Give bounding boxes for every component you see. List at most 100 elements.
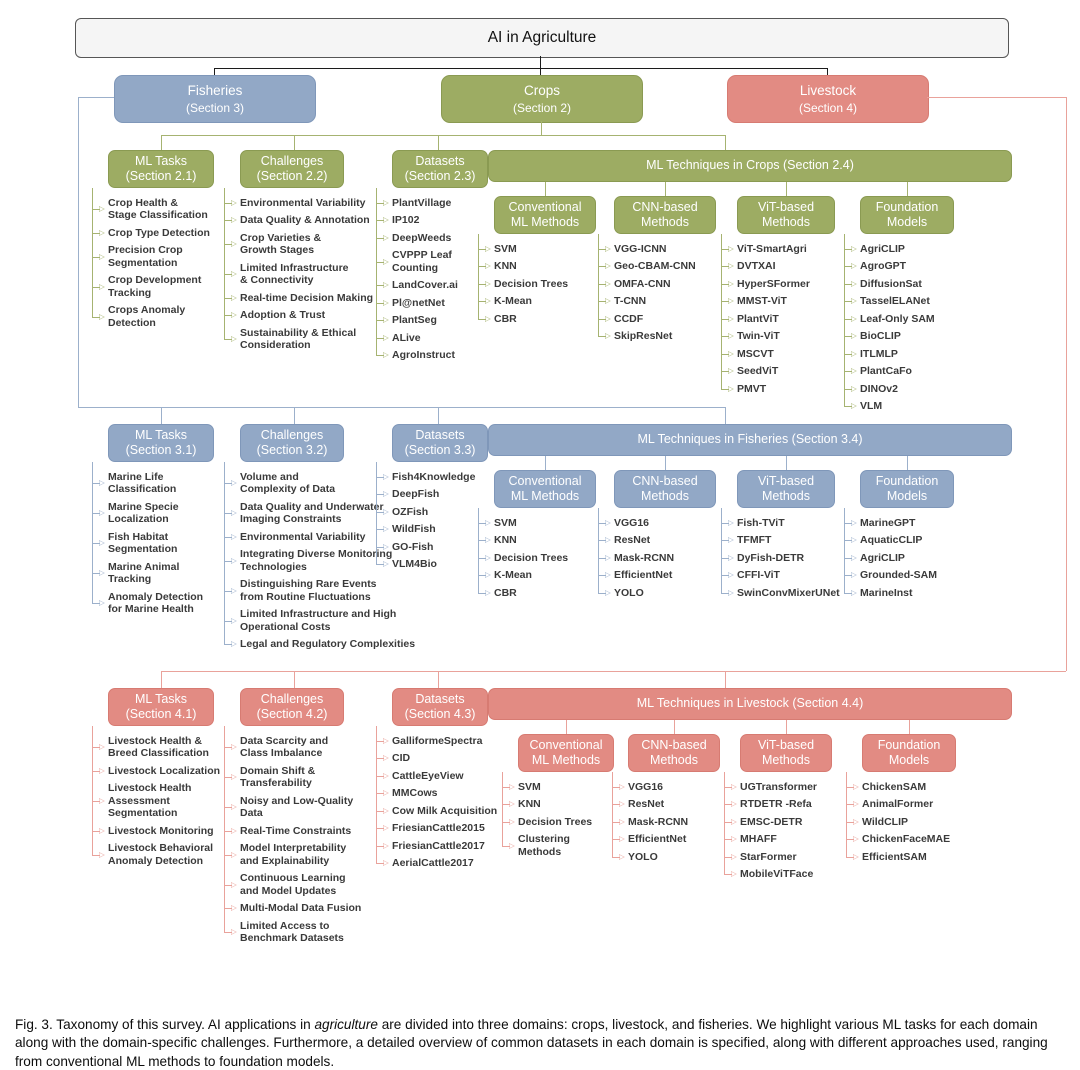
connector-line <box>541 121 542 135</box>
leaf-item: Decision Trees <box>502 813 618 831</box>
group-section: (Section 4.3) <box>404 707 476 721</box>
leaf-item: Crop Health & Stage Classification <box>92 194 250 224</box>
connector-line <box>907 454 908 470</box>
fisheries-cnn-group: CNN-based Methods VGG16ResNetMask-RCNNEf… <box>598 470 733 602</box>
leaf-item: Mask-RCNN <box>598 549 733 567</box>
fisheries-challenges-group: Challenges (Section 3.2) Volume and Comp… <box>224 424 429 653</box>
group-header: ML Tasks (Section 4.1) <box>108 688 214 726</box>
leaf-item: Geo-CBAM-CNN <box>598 258 733 276</box>
leaf-item: Real-Time Constraints <box>224 822 414 840</box>
group-header: Datasets (Section 2.3) <box>392 150 488 188</box>
fisheries-datasets-group: Datasets (Section 3.3) Fish4KnowledgeDee… <box>376 424 504 573</box>
leaf-item: EfficientNet <box>612 831 742 849</box>
leaf-item: Grounded-SAM <box>844 567 974 585</box>
group-title: Models <box>888 753 930 767</box>
leaf-item: RTDETR -Refa <box>724 796 854 814</box>
leaf-item: BioCLIP <box>844 328 974 346</box>
fisheries-vit-list: Fish-TViTTFMFTDyFish-DETRCFFI-ViTSwinCon… <box>721 508 856 602</box>
crops-ml-tasks-list: Crop Health & Stage ClassificationCrop T… <box>92 188 250 332</box>
leaf-item: K-Mean <box>478 293 618 311</box>
leaf-item: Limited Infrastructure and High Operatio… <box>224 606 429 636</box>
group-title: Foundation <box>877 737 941 752</box>
leaf-item: TFMFT <box>721 532 856 550</box>
domain-label: Fisheries <box>187 82 243 98</box>
caption-italic-word: agriculture <box>314 1016 378 1032</box>
leaf-item: DiffusionSat <box>844 275 974 293</box>
group-title: Methods <box>641 489 689 503</box>
connector-line <box>161 135 162 150</box>
group-header: ViT-based Methods <box>737 196 835 234</box>
group-header: ViT-based Methods <box>740 734 832 772</box>
group-header: Challenges (Section 2.2) <box>240 150 344 188</box>
livestock-ml-tasks-list: Livestock Health & Breed ClassificationL… <box>92 726 252 870</box>
domain-box-crops: Crops (Section 2) <box>441 75 643 123</box>
leaf-item: Volume and Complexity of Data <box>224 468 429 498</box>
crops-challenges-list: Environmental VariabilityData Quality & … <box>224 188 424 354</box>
connector-line <box>78 97 79 407</box>
connector-line <box>725 671 726 688</box>
livestock-datasets-list: GalliformeSpectraCIDCattleEyeViewMMCowsC… <box>376 726 504 872</box>
crops-datasets-list: PlantVillageIP102DeepWeedsCVPPP Leaf Cou… <box>376 188 504 364</box>
leaf-item: VLM4Bio <box>376 556 504 574</box>
livestock-vit-list: UGTransformerRTDETR -RefaEMSC-DETRMHAFFS… <box>724 772 854 883</box>
group-title: ML Methods <box>510 489 580 503</box>
leaf-item: Mask-RCNN <box>612 813 742 831</box>
group-header: CNN-based Methods <box>614 470 716 508</box>
leaf-item: K-Mean <box>478 567 618 585</box>
leaf-item: EMSC-DETR <box>724 813 854 831</box>
fisheries-conventional-group: Conventional ML Methods SVMKNNDecision T… <box>478 470 618 602</box>
leaf-item: Marine Animal Tracking <box>92 558 244 588</box>
leaf-item: Precision Crop Segmentation <box>92 242 250 272</box>
group-header: ML Tasks (Section 2.1) <box>108 150 214 188</box>
leaf-item: OMFA-CNN <box>598 275 733 293</box>
leaf-item: KNN <box>478 258 618 276</box>
group-title: Foundation <box>875 473 939 488</box>
group-title: Conventional <box>508 473 582 488</box>
leaf-item: PlantCaFo <box>844 363 974 381</box>
group-title: Models <box>886 489 928 503</box>
connector-line <box>786 180 787 196</box>
leaf-item: MHAFF <box>724 831 854 849</box>
domain-label: Crops <box>523 82 560 98</box>
connector-line <box>438 135 439 150</box>
leaf-item: LandCover.ai <box>376 277 504 295</box>
group-header: ML Tasks (Section 3.1) <box>108 424 214 462</box>
leaf-item: SwinConvMixerUNet <box>721 584 856 602</box>
fisheries-vit-group: ViT-based Methods Fish-TViTTFMFTDyFish-D… <box>721 470 856 602</box>
leaf-item: Limited Infrastructure & Connectivity <box>224 259 424 289</box>
group-header: Foundation Models <box>860 470 954 508</box>
caption-text: are divided into three domains: crops, l… <box>15 1016 1048 1070</box>
leaf-item: GO-Fish <box>376 538 504 556</box>
livestock-techniques-bar: ML Techniques in Livestock (Section 4.4) <box>488 688 1012 720</box>
group-section: (Section 2.1) <box>125 169 197 183</box>
leaf-item: ChickenSAM <box>846 778 976 796</box>
leaf-item: VGG16 <box>598 514 733 532</box>
leaf-item: SVM <box>502 778 618 796</box>
livestock-challenges-group: Challenges (Section 4.2) Data Scarcity a… <box>224 688 414 947</box>
connector-line <box>786 718 787 734</box>
connector-line <box>161 407 162 424</box>
leaf-item: Adoption & Trust <box>224 307 424 325</box>
leaf-item: Livestock Health Assessment Segmentation <box>92 780 252 823</box>
connector-line <box>161 671 162 688</box>
group-title: Datasets <box>415 427 465 442</box>
group-title: Challenges <box>260 427 324 442</box>
leaf-item: Environmental Variability <box>224 194 424 212</box>
connector-line <box>545 454 546 470</box>
leaf-item: Real-time Decision Making <box>224 289 424 307</box>
leaf-item: ChickenFaceMAE <box>846 831 976 849</box>
livestock-foundation-group: Foundation Models ChickenSAMAnimalFormer… <box>846 734 976 866</box>
group-title: Foundation <box>875 199 939 214</box>
fisheries-cnn-list: VGG16ResNetMask-RCNNEfficientNetYOLO <box>598 508 733 602</box>
group-title: CNN-based <box>641 737 707 752</box>
livestock-challenges-list: Data Scarcity and Class ImbalanceDomain … <box>224 726 414 947</box>
group-title: ML Tasks <box>134 427 188 442</box>
group-title: ViT-based <box>757 737 815 752</box>
crops-ml-tasks-group: ML Tasks (Section 2.1) Crop Health & Sta… <box>92 150 250 332</box>
group-title: ViT-based <box>757 199 815 214</box>
group-title: ML Methods <box>510 215 580 229</box>
leaf-item: AgriCLIP <box>844 240 974 258</box>
group-title: Methods <box>762 489 810 503</box>
leaf-item: Livestock Monitoring <box>92 822 252 840</box>
